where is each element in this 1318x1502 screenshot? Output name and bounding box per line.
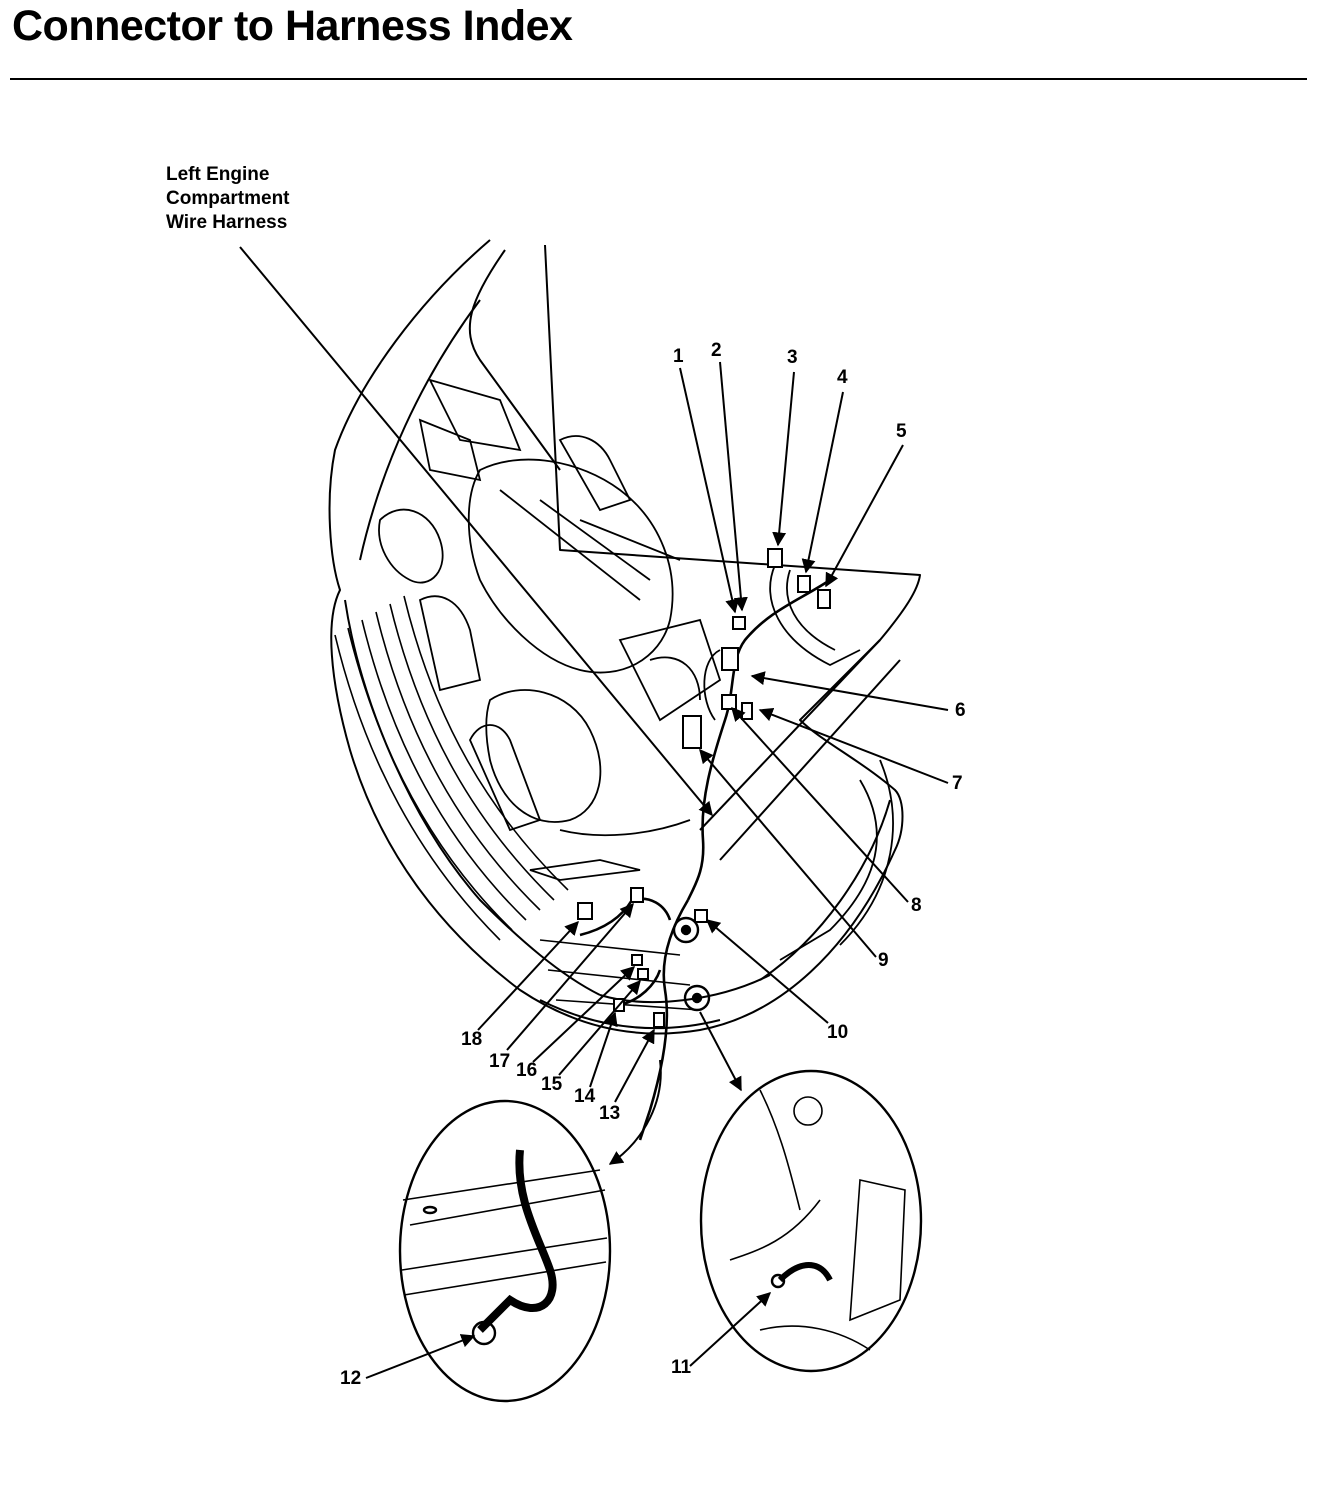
ground-bolts <box>672 916 711 1012</box>
detail-view-11 <box>699 1069 923 1373</box>
page-title: Connector to Harness Index <box>12 2 573 50</box>
callout-7: 7 <box>952 773 963 794</box>
connector-symbols <box>577 548 831 1028</box>
callout-14: 14 <box>574 1086 596 1107</box>
callout-6: 6 <box>955 700 966 721</box>
callout-8: 8 <box>911 895 922 916</box>
callout-3: 3 <box>787 347 798 368</box>
callout-9: 9 <box>878 950 889 971</box>
callout-11: 11 <box>671 1357 692 1378</box>
callout-17: 17 <box>489 1051 511 1072</box>
engine-components <box>378 378 722 881</box>
harness-label: Left Engine Compartment Wire Harness <box>166 163 290 235</box>
callout-13: 13 <box>599 1103 621 1124</box>
callout-18: 18 <box>461 1029 483 1050</box>
callout-16: 16 <box>516 1060 538 1081</box>
harness-label-line-2: Compartment <box>166 188 290 209</box>
callout-10: 10 <box>827 1022 849 1043</box>
harness-label-line-3: Wire Harness <box>166 212 288 233</box>
title-divider <box>10 78 1307 80</box>
harness-label-leader <box>239 246 713 817</box>
harness-label-line-1: Left Engine <box>166 164 270 185</box>
callout-4: 4 <box>837 367 848 388</box>
callout-15: 15 <box>541 1074 563 1095</box>
callout-2: 2 <box>711 340 722 361</box>
detail-view-12 <box>398 1099 612 1403</box>
callout-5: 5 <box>896 421 907 442</box>
callout-leaders <box>365 361 949 1379</box>
fender-curves <box>769 564 894 961</box>
front-grille-lines <box>334 595 701 1011</box>
callout-1: 1 <box>673 346 684 367</box>
callout-12: 12 <box>340 1368 362 1389</box>
